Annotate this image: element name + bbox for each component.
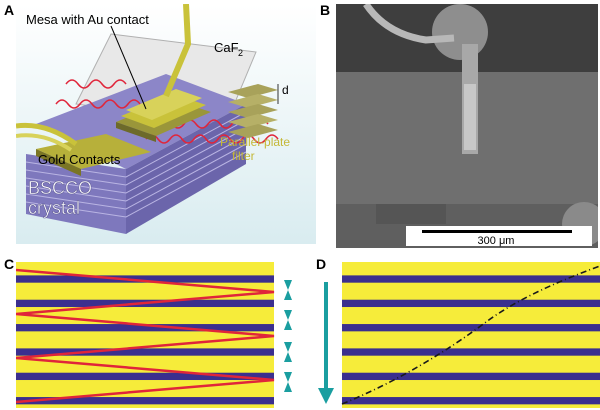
panel-c-arrows bbox=[284, 280, 292, 392]
stripe-background bbox=[342, 262, 600, 408]
panel-b-label: B bbox=[320, 2, 331, 18]
stripe-layer bbox=[342, 324, 600, 332]
panel-d-label: D bbox=[316, 256, 327, 272]
label-crystal: crystal bbox=[28, 198, 80, 218]
panel-c-stripes bbox=[16, 262, 292, 408]
stripe-layer bbox=[342, 372, 600, 381]
panel-d-arrow bbox=[318, 282, 334, 404]
scale-bar-label: 300 μm bbox=[478, 235, 515, 247]
mesa-stack bbox=[116, 89, 211, 142]
label-caf2-subscript: 2 bbox=[238, 48, 243, 58]
label-filter-1: Parallel-plate bbox=[220, 135, 290, 149]
label-mesa: Mesa with Au contact bbox=[26, 12, 149, 27]
label-d: d bbox=[282, 83, 289, 97]
stripe-layer bbox=[16, 324, 274, 332]
label-gold-contacts: Gold Contacts bbox=[38, 152, 121, 167]
panel-c-layer-stack bbox=[16, 262, 274, 408]
crystal-front-layers bbox=[25, 104, 247, 234]
stripe-layer bbox=[16, 397, 274, 405]
sem-bond-wire bbox=[363, 4, 455, 44]
top-wire bbox=[163, 4, 192, 98]
mesa-pointer bbox=[110, 25, 147, 110]
panel-c-label: C bbox=[4, 256, 15, 272]
panel-d-layer-stack bbox=[342, 262, 600, 408]
panel-d-stripes bbox=[318, 262, 600, 408]
label-filter-2: filter bbox=[232, 149, 255, 163]
stripe-layer bbox=[342, 275, 600, 283]
stripe-layer bbox=[16, 372, 274, 381]
sem-contact-pad bbox=[432, 4, 488, 60]
left-wire bbox=[16, 122, 78, 147]
panel-d-phase-curve bbox=[341, 265, 600, 405]
panel-a-label: A bbox=[4, 2, 15, 18]
label-caf2: CaF bbox=[214, 40, 239, 55]
stripe-layer bbox=[342, 397, 600, 405]
label-bscco: BSCCO bbox=[28, 178, 92, 198]
gold-contact-pad bbox=[36, 134, 151, 176]
panel-b-sem-image: 300 μm bbox=[336, 4, 598, 248]
stripe-background bbox=[16, 262, 274, 408]
stripe-layer bbox=[342, 299, 600, 308]
panel-a-schematic: Mesa with Au contact CaF 2 d Parallel-pl… bbox=[16, 4, 316, 244]
parallel-plate-filter bbox=[228, 84, 279, 138]
stripe-layer bbox=[16, 275, 274, 283]
stripe-layer bbox=[16, 348, 274, 356]
scale-bar-line bbox=[422, 230, 572, 233]
stripe-layer bbox=[342, 348, 600, 356]
panel-c-zigzag bbox=[16, 268, 275, 404]
